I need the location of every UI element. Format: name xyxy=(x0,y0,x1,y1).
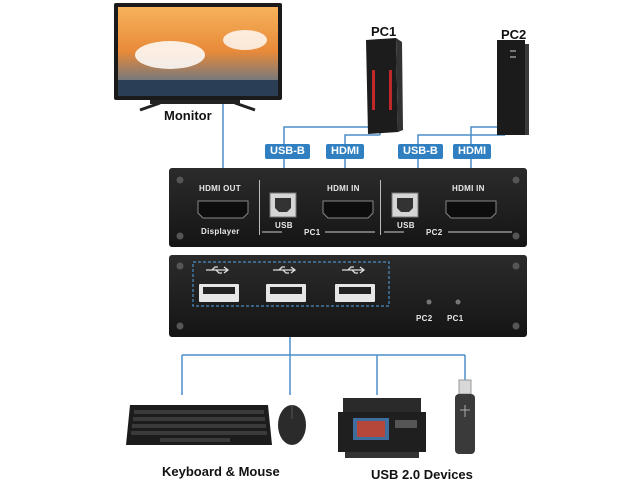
mouse-illustration xyxy=(278,405,306,445)
usb-b-tag-pc1: USB-B xyxy=(265,144,310,159)
pc1-label: PC1 xyxy=(371,24,397,39)
pc1-port-label: PC1 xyxy=(304,228,321,237)
printer-illustration xyxy=(338,398,426,458)
usb-devices-label: USB 2.0 Devices xyxy=(371,467,473,482)
hdmi-in-label-pc2: HDMI IN xyxy=(452,184,485,193)
hdmi-out-label: HDMI OUT xyxy=(199,184,241,193)
usb-label-pc1: USB xyxy=(275,221,293,230)
kvm-front-panel xyxy=(169,168,527,247)
kvm-back-panel xyxy=(169,255,527,337)
pc2-led-label: PC2 xyxy=(416,314,433,323)
hdmi-tag-pc1: HDMI xyxy=(326,144,365,159)
displayer-label: Displayer xyxy=(201,227,240,236)
pc2-port-label: PC2 xyxy=(426,228,443,237)
pc1-led-label: PC1 xyxy=(447,314,464,323)
monitor-illustration xyxy=(114,3,282,112)
monitor-label: Monitor xyxy=(164,108,212,123)
pc1-tower xyxy=(366,38,403,134)
keyboard-illustration xyxy=(126,405,272,445)
hdmi-tag-pc2: HDMI xyxy=(453,144,492,159)
usb-label-pc2: USB xyxy=(397,221,415,230)
keyboard-mouse-label: Keyboard & Mouse xyxy=(162,464,280,479)
usb-stick-illustration xyxy=(455,379,475,454)
usb-b-tag-pc2: USB-B xyxy=(398,144,443,159)
hdmi-in-label-pc1: HDMI IN xyxy=(327,184,360,193)
pc2-label: PC2 xyxy=(501,27,527,42)
pc2-tower xyxy=(497,40,529,135)
